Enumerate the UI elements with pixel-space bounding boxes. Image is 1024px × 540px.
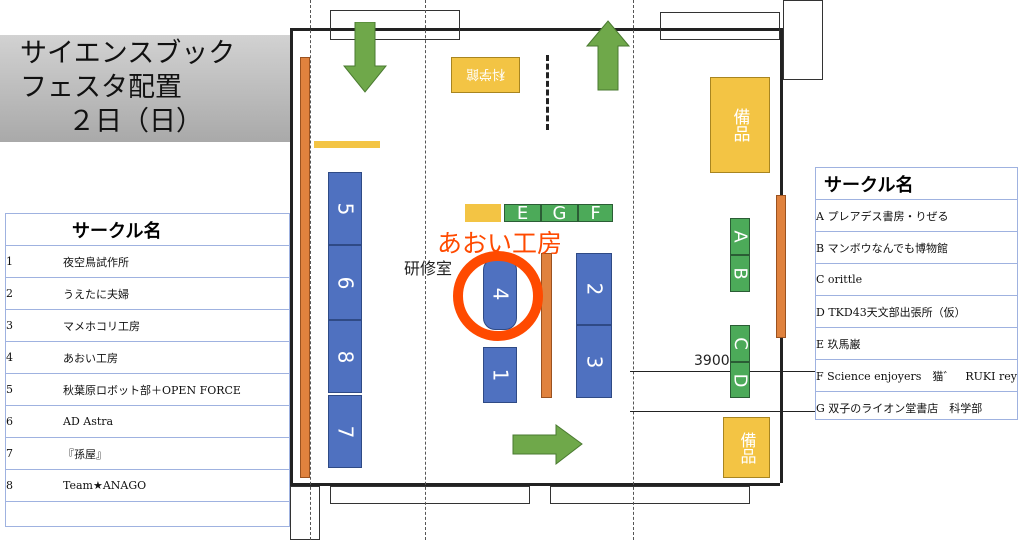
circle-list-lettered: サークル名 A プレアデス書房・りぜる B マンボウなんでも博物館 C orit… [815, 167, 1018, 420]
highlight-label: あおい工房 [437, 229, 563, 258]
table-F: F [578, 203, 613, 224]
table-6: 6 [328, 245, 362, 320]
wall-bottom [290, 483, 780, 486]
table-header: サークル名 [6, 214, 289, 246]
yellow-bar [314, 141, 380, 148]
partition-center [541, 253, 552, 398]
table-A: A [729, 218, 750, 255]
equipment-box: 備品 [710, 77, 770, 173]
table-5: 5 [328, 172, 362, 245]
arrow-right-icon [512, 424, 583, 466]
table-8: 8 [328, 320, 362, 393]
dimension-label: 3900 [694, 353, 730, 369]
table-E: E [504, 203, 541, 224]
window-top-left [330, 10, 460, 40]
arrow-down-icon [343, 22, 387, 93]
yellow-block [465, 204, 501, 222]
page-title: サイエンスブック フェスタ配置 ２日（日） [0, 35, 290, 142]
partition-left [300, 57, 310, 478]
partition-dashed [546, 55, 549, 130]
table-row: F Science enjoyers 猫゛ RUKI rey [816, 360, 1017, 392]
title-line: フェスタ配置 [20, 72, 182, 103]
table-row: 7『孫屋』 [6, 438, 289, 470]
table-G: G [541, 203, 578, 224]
partition-right [776, 195, 786, 338]
highlight-circle [453, 251, 543, 341]
wall-top [290, 28, 780, 31]
door-top-right [660, 12, 780, 40]
table-row: B マンボウなんでも博物館 [816, 232, 1017, 264]
pillar-bottom-left [290, 486, 320, 540]
table-1: 1 [483, 347, 517, 403]
table-row: G 双子のライオン堂書店 科学部 [816, 401, 983, 415]
grid-line [633, 0, 634, 540]
table-D: D [730, 362, 751, 398]
pillar-top-right [783, 0, 823, 80]
room-label: 研修室 [404, 259, 453, 278]
table-3: 3 [576, 325, 612, 398]
dimension-line [630, 411, 815, 412]
table-row: D TKD43天文部出張所（仮） [816, 296, 1017, 328]
table-row-empty [6, 502, 289, 532]
grid-line [425, 0, 426, 540]
table-B: B [729, 255, 750, 292]
dimension-line [630, 371, 815, 372]
table-row: C orittle [816, 264, 1017, 296]
title-line: サイエンスブック [20, 38, 236, 69]
grid-line [310, 0, 311, 540]
table-row: E 玖馬巌 [816, 328, 1017, 360]
table-row: A プレアデス書房・りぜる [816, 200, 1017, 232]
window-bottom-left [330, 486, 530, 504]
table-C: C [729, 325, 750, 362]
table-header: サークル名 [816, 168, 1017, 200]
window-bottom-right [550, 486, 750, 504]
table-2: 2 [576, 253, 612, 325]
science-museum-box: 科学館 [451, 57, 520, 93]
title-line: ２日（日） [68, 106, 203, 137]
arrow-up-icon [586, 20, 630, 91]
wall-left [290, 28, 293, 483]
table-7: 7 [328, 395, 362, 468]
equipment-box: 備品 [723, 417, 770, 478]
